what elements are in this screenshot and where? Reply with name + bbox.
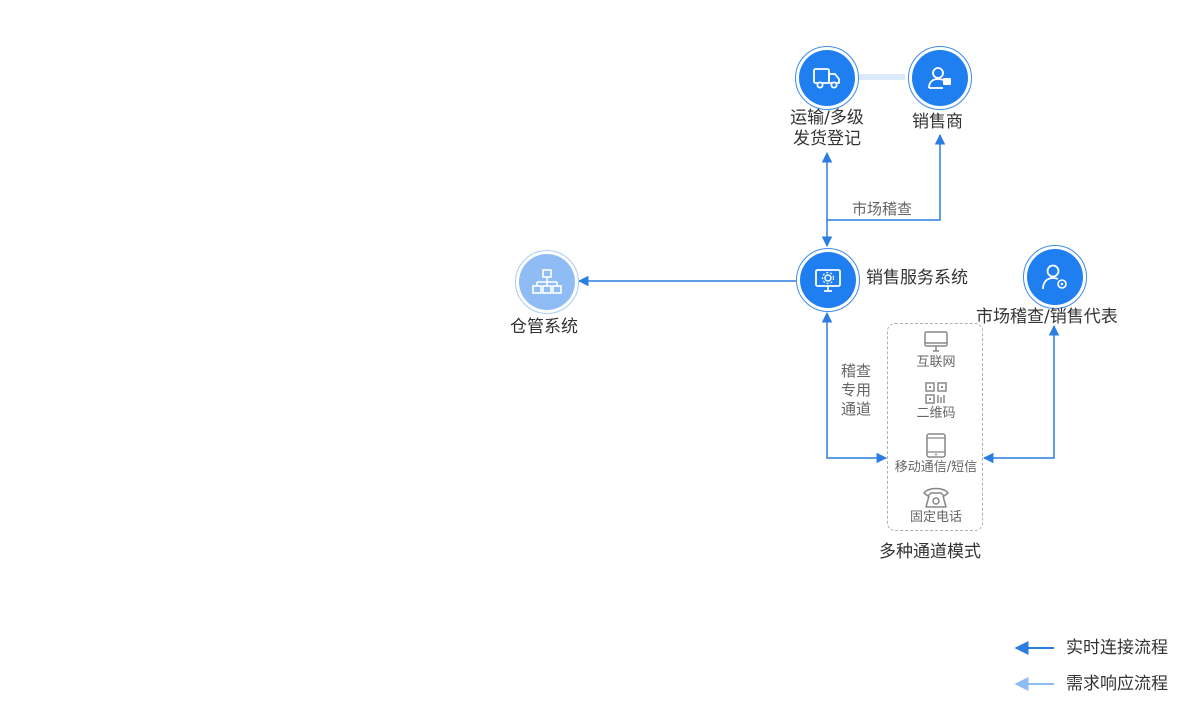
monitor-gear-icon — [815, 269, 841, 292]
rep-label: 市场稽查/销售代表 — [976, 307, 1118, 327]
dealer-node — [908, 46, 972, 110]
channel-landline: 固定电话 — [888, 485, 984, 526]
legend-realtime: 实时连接流程 — [1016, 638, 1186, 658]
warehouse-node — [515, 250, 579, 314]
transport-label-line2: 发货登记 — [793, 129, 861, 149]
person-card-icon — [928, 67, 951, 89]
arrow-rep-channels — [982, 324, 1060, 464]
dealer-label: 销售商 — [912, 112, 963, 132]
channel-internet: 互联网 — [888, 330, 984, 371]
audit-channel-line3: 通道 — [840, 400, 871, 418]
tablet-icon — [926, 433, 946, 458]
transport-label-line1: 运输/多级 — [790, 108, 864, 128]
market-audit-label: 市场稽查 — [852, 200, 913, 218]
arrow-audit-dealer — [827, 133, 946, 221]
legend-demand-label: 需求响应流程 — [1066, 674, 1168, 694]
sales-system-node — [796, 248, 860, 312]
channel-mobile: 移动通信/短信 — [888, 433, 984, 476]
audit-channel-line1: 稽查 — [840, 362, 871, 380]
telephone-icon — [923, 487, 949, 508]
legend-realtime-label: 实时连接流程 — [1066, 638, 1168, 658]
audit-channel-line2: 专用 — [840, 381, 871, 399]
org-chart-icon — [532, 269, 562, 294]
desktop-icon — [924, 331, 948, 352]
channel-internet-label: 互联网 — [916, 355, 956, 370]
arrow-sales-channels — [821, 311, 888, 464]
legend-demand: 需求响应流程 — [1016, 674, 1186, 694]
channels-box: 互联网 二维码 移动通信/短信 固定电话 — [887, 323, 983, 531]
qr-code-icon — [925, 382, 947, 404]
warehouse-label: 仓管系统 — [510, 317, 578, 337]
channels-title: 多种通道模式 — [879, 542, 981, 562]
sales-system-label: 销售服务系统 — [866, 268, 968, 288]
channel-landline-label: 固定电话 — [909, 510, 962, 525]
transport-node — [795, 46, 859, 110]
transport-label: 运输/多级 发货登记 — [782, 108, 872, 150]
channel-qrcode: 二维码 — [888, 381, 984, 422]
rep-node — [1023, 245, 1087, 309]
channel-mobile-label: 移动通信/短信 — [894, 460, 978, 475]
audit-channel-label: 稽查 专用 通道 — [836, 362, 876, 419]
channel-qrcode-label: 二维码 — [916, 406, 956, 421]
user-gear-icon — [1042, 264, 1067, 290]
truck-icon — [813, 68, 840, 89]
